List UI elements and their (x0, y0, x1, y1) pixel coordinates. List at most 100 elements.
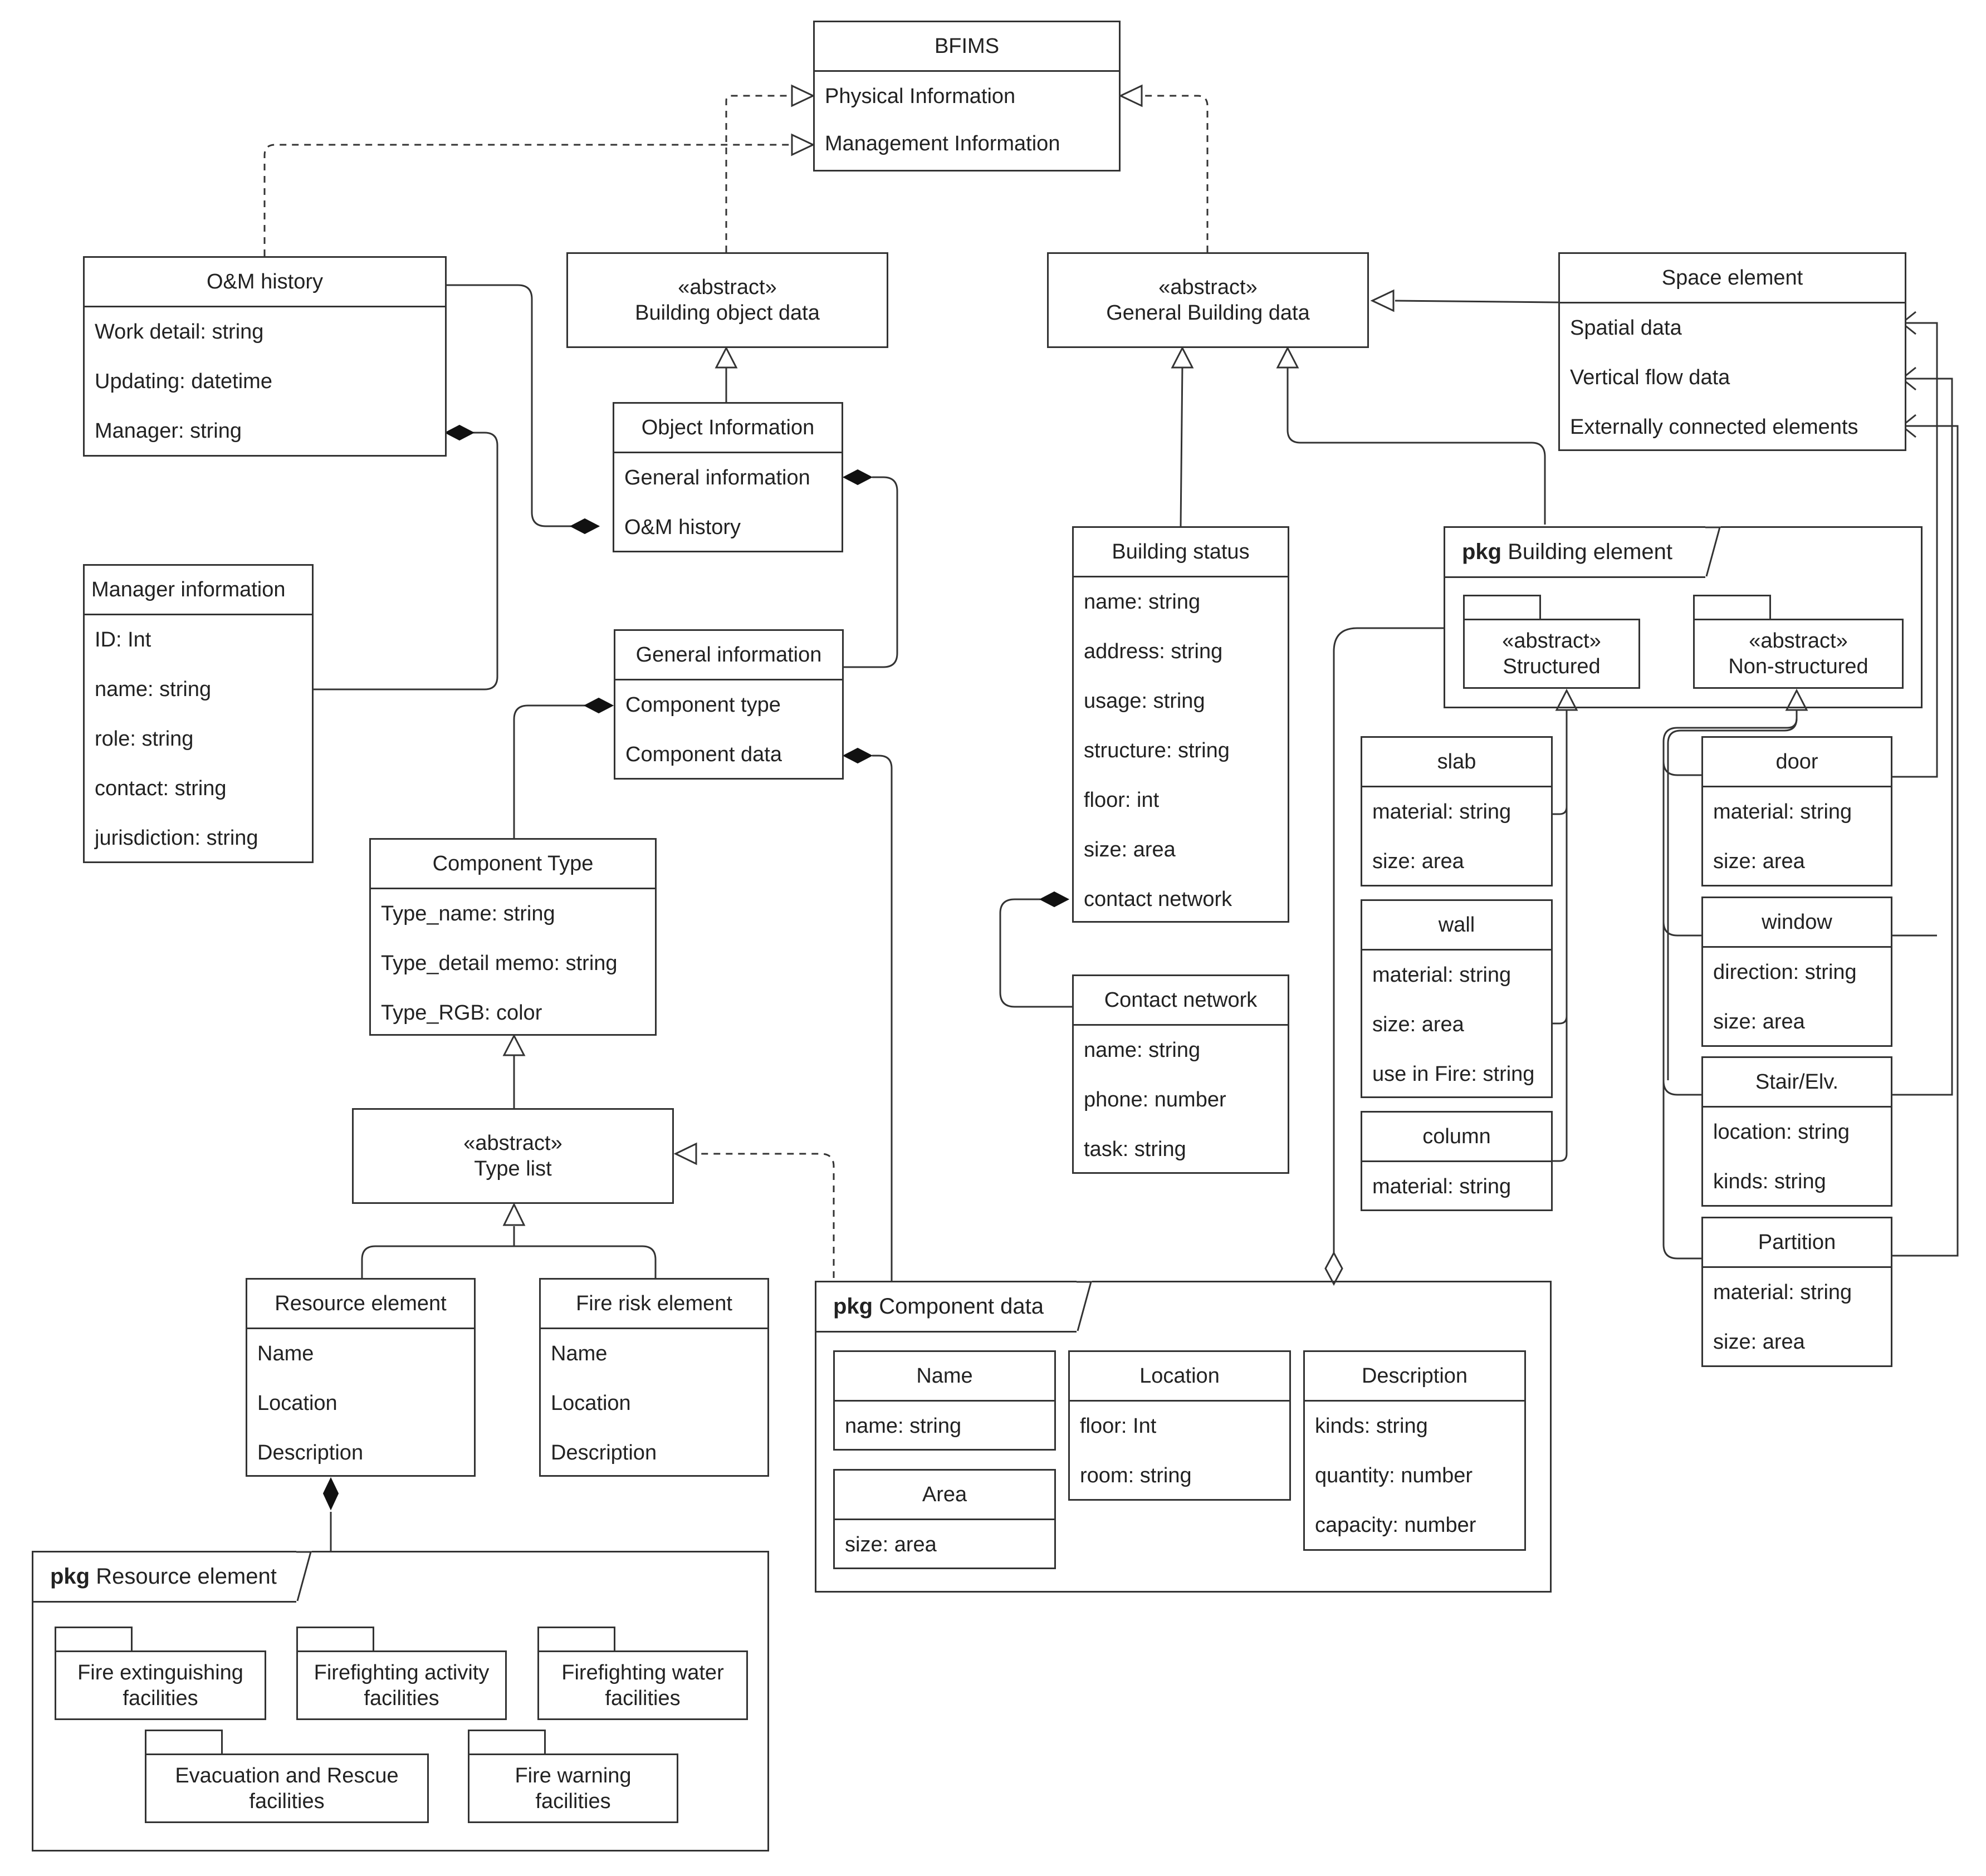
building-status-name: name: string (1084, 590, 1201, 614)
cd-description-title: Description (1305, 1352, 1524, 1402)
stereotype-label: «abstract» (678, 276, 777, 299)
building-status-floor: floor: int (1084, 788, 1160, 812)
composition-component-pkg-to-general-info (872, 755, 893, 1284)
folder-tab (55, 1627, 133, 1652)
space-element-external: Externally connected elements (1570, 415, 1858, 439)
space-element-class: Space element Spatial data Vertical flow… (1558, 252, 1906, 451)
hollow-diamond-aggregation (1324, 1251, 1343, 1286)
generalization-door-to-nonstructured (1662, 761, 1701, 776)
folder-line-1: Evacuation and Rescue (175, 1764, 399, 1787)
building-element-tab-corner (1705, 526, 1721, 577)
om-history-manager: Manager: string (95, 419, 242, 443)
cd-description-kinds: kinds: string (1315, 1414, 1428, 1438)
hollow-triangle-type-list-side (673, 1142, 697, 1165)
folder-line-1: Firefighting water (561, 1661, 724, 1684)
manager-name: name: string (95, 678, 212, 701)
door-material: material: string (1713, 800, 1852, 824)
hollow-triangle-nonstructured (1785, 688, 1808, 711)
folder-line-1: Fire warning (515, 1764, 632, 1787)
hollow-triangle-general-building-left (1171, 346, 1194, 369)
generalization-stair-to-nonstructured (1662, 1080, 1701, 1096)
manager-id: ID: Int (95, 628, 151, 652)
wall-size: size: area (1372, 1013, 1464, 1036)
cd-location-room: room: string (1080, 1464, 1192, 1487)
fire-risk-element-description: Description (551, 1441, 657, 1464)
window-size: size: area (1713, 1010, 1805, 1033)
wall-title: wall (1362, 901, 1551, 951)
hollow-triangle-component-type (502, 1033, 526, 1056)
contact-network-phone: phone: number (1084, 1088, 1226, 1111)
stair-location: location: string (1713, 1120, 1850, 1144)
stereotype-label: «abstract» (1749, 629, 1848, 653)
cd-area-field: size: area (845, 1533, 937, 1556)
partition-class: Partition material: string size: area (1701, 1217, 1892, 1367)
structured-folder: «abstract» Structured (1463, 619, 1640, 689)
column-class: column material: string (1361, 1111, 1553, 1211)
hollow-triangle-general-building-right (1276, 346, 1299, 369)
generalization-column-to-structured (1551, 1016, 1568, 1162)
object-information-om-history: O&M history (624, 516, 741, 539)
building-element-package-tab: pkg Building element (1444, 526, 1705, 578)
wall-class: wall material: string size: area use in … (1361, 899, 1553, 1098)
filled-diamond-om-history-manager (444, 424, 475, 441)
hollow-triangle-physical (791, 84, 815, 107)
filled-diamond-resource-element (322, 1477, 339, 1511)
generalization-nonstructured-inner-trunk (1667, 718, 1798, 1080)
stair-kinds: kinds: string (1713, 1170, 1826, 1193)
composition-om-history-to-object-info (446, 284, 599, 527)
resource-element-location: Location (257, 1392, 337, 1415)
cd-name-field: name: string (845, 1414, 962, 1438)
firefighting-water-folder: Firefighting water facilities (537, 1650, 748, 1720)
general-building-data-title: General Building data (1106, 301, 1310, 325)
slab-title: slab (1362, 738, 1551, 787)
component-type-rgb: Type_RGB: color (381, 1001, 542, 1025)
bfims-class: BFIMS Physical Information Management In… (813, 21, 1121, 172)
hollow-triangle-physical-right (1118, 84, 1143, 107)
component-data-package-name: Component data (879, 1294, 1044, 1319)
pkg-keyword: pkg (833, 1294, 873, 1319)
slab-material: material: string (1372, 800, 1511, 824)
om-history-title: O&M history (85, 258, 445, 307)
filled-diamond-building-status (1039, 891, 1070, 908)
structured-label: Structured (1503, 655, 1601, 678)
building-element-package-name: Building element (1508, 540, 1672, 564)
realization-general-building-to-physical (1142, 95, 1209, 252)
nonstructured-label: Non-structured (1728, 655, 1868, 678)
pkg-keyword: pkg (50, 1564, 90, 1589)
building-status-contact-network: contact network (1084, 888, 1232, 911)
component-type-class: Component Type Type_name: string Type_de… (369, 838, 657, 1036)
general-information-component-type: Component type (625, 693, 781, 717)
generalization-window-to-nonstructured (1662, 921, 1701, 937)
generalization-resource-element-to-type-list (361, 1245, 657, 1278)
composition-component-type-to-general-info (513, 704, 586, 838)
association-door-to-space-element (1891, 322, 1938, 778)
filled-diamond-general-info-type (583, 697, 614, 714)
partition-size: size: area (1713, 1330, 1805, 1354)
generalization-wall-to-structured (1551, 807, 1568, 1025)
aggregation-component-pkg-to-building-element (1333, 627, 1445, 1282)
hollow-triangle-management (791, 133, 815, 156)
firefighting-activity-folder: Firefighting activity facilities (296, 1650, 507, 1720)
column-material: material: string (1372, 1175, 1511, 1198)
building-object-data-class: «abstract» Building object data (566, 252, 888, 348)
type-list-class: «abstract» Type list (352, 1108, 674, 1204)
component-data-tab-corner (1077, 1281, 1092, 1331)
resource-element-package-name: Resource element (96, 1564, 277, 1589)
folder-line-1: Fire extinguishing (77, 1661, 243, 1684)
window-direction: direction: string (1713, 961, 1857, 984)
folder-line-2: facilities (535, 1789, 611, 1813)
cd-location-class: Location floor: Int room: string (1068, 1350, 1291, 1501)
wall-material: material: string (1372, 963, 1511, 987)
composition-manager-to-om-history (314, 432, 498, 690)
fire-risk-element-class: Fire risk element Name Location Descript… (539, 1278, 769, 1477)
folder-line-2: facilities (123, 1686, 198, 1710)
resource-element-tab-corner (296, 1551, 312, 1601)
object-information-title: Object Information (614, 404, 842, 453)
fire-risk-element-name: Name (551, 1342, 608, 1365)
manager-role: role: string (95, 727, 194, 751)
pkg-keyword: pkg (1462, 540, 1502, 564)
contact-network-name: name: string (1084, 1039, 1201, 1062)
general-information-class: General information Component type Compo… (614, 629, 844, 780)
